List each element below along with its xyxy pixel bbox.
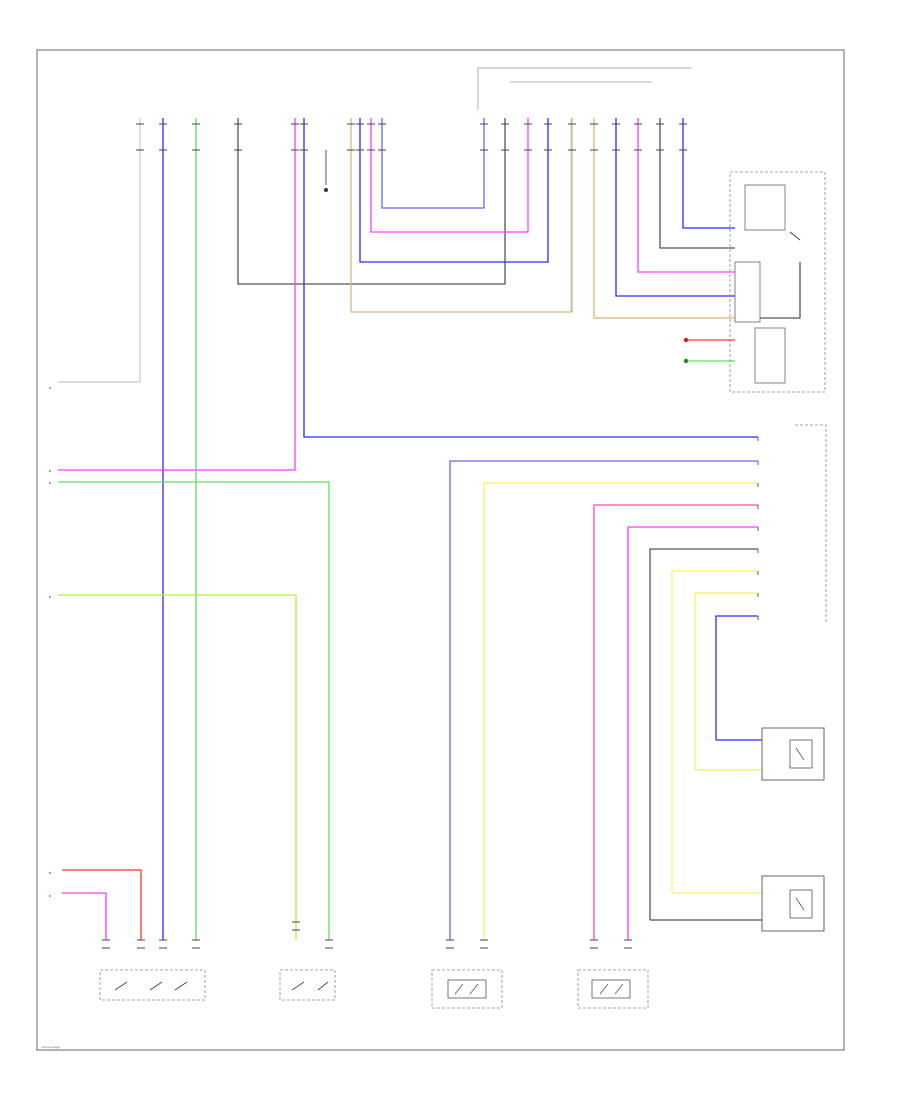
diagram-frame — [36, 49, 845, 1051]
wire-yellow-sensor — [483, 482, 758, 940]
wire-violet-sensor — [449, 460, 758, 940]
wire-magenta-bottom — [62, 892, 107, 940]
wire-blue-right — [303, 118, 758, 438]
wire-gray-loop — [237, 118, 506, 285]
sensor-bottom-b — [577, 969, 649, 1009]
ground-symbol — [324, 150, 328, 192]
wire-yellowgreen-switch — [58, 594, 297, 940]
wire-pink-sensor-a — [593, 504, 758, 940]
switch-left — [99, 969, 206, 1001]
footer-mark: wiring-page — [42, 1045, 60, 1049]
right-connector — [757, 424, 827, 622]
wire-gray-sensor — [649, 548, 758, 920]
wire-tan-right — [593, 118, 735, 319]
wire-magenta-left — [58, 118, 296, 471]
wire-yellow-sensor-c — [671, 570, 758, 893]
wire-violet-loop — [381, 118, 485, 209]
switch-middle — [279, 969, 336, 1001]
wire-gray-left — [58, 118, 141, 383]
sensor-lower — [761, 875, 825, 932]
wire-blue-relay — [615, 118, 735, 297]
wire-blue-top — [682, 118, 735, 229]
wire-magenta-loop — [370, 118, 529, 233]
wire-gray-relay — [659, 118, 735, 249]
relay-block — [683, 171, 826, 393]
wire-green-switch — [58, 481, 330, 940]
wire-red-bottom — [62, 869, 142, 940]
wire-tan-loop — [350, 118, 573, 313]
wire-relay-ground — [760, 262, 801, 319]
wire-yellow-sensor-d — [694, 592, 758, 770]
wire-magenta-relay — [637, 118, 735, 273]
sensor-bottom-a — [431, 969, 503, 1009]
wires — [58, 118, 801, 940]
sensor-upper — [761, 727, 825, 781]
bottom-connector-ticks — [102, 921, 632, 949]
wire-blue-loop — [359, 118, 549, 263]
wire-blue-sensor — [715, 615, 758, 740]
wire-magenta-sensor-b — [627, 526, 758, 940]
left-terminals — [49, 387, 51, 897]
top-connector-ticks — [136, 123, 687, 151]
